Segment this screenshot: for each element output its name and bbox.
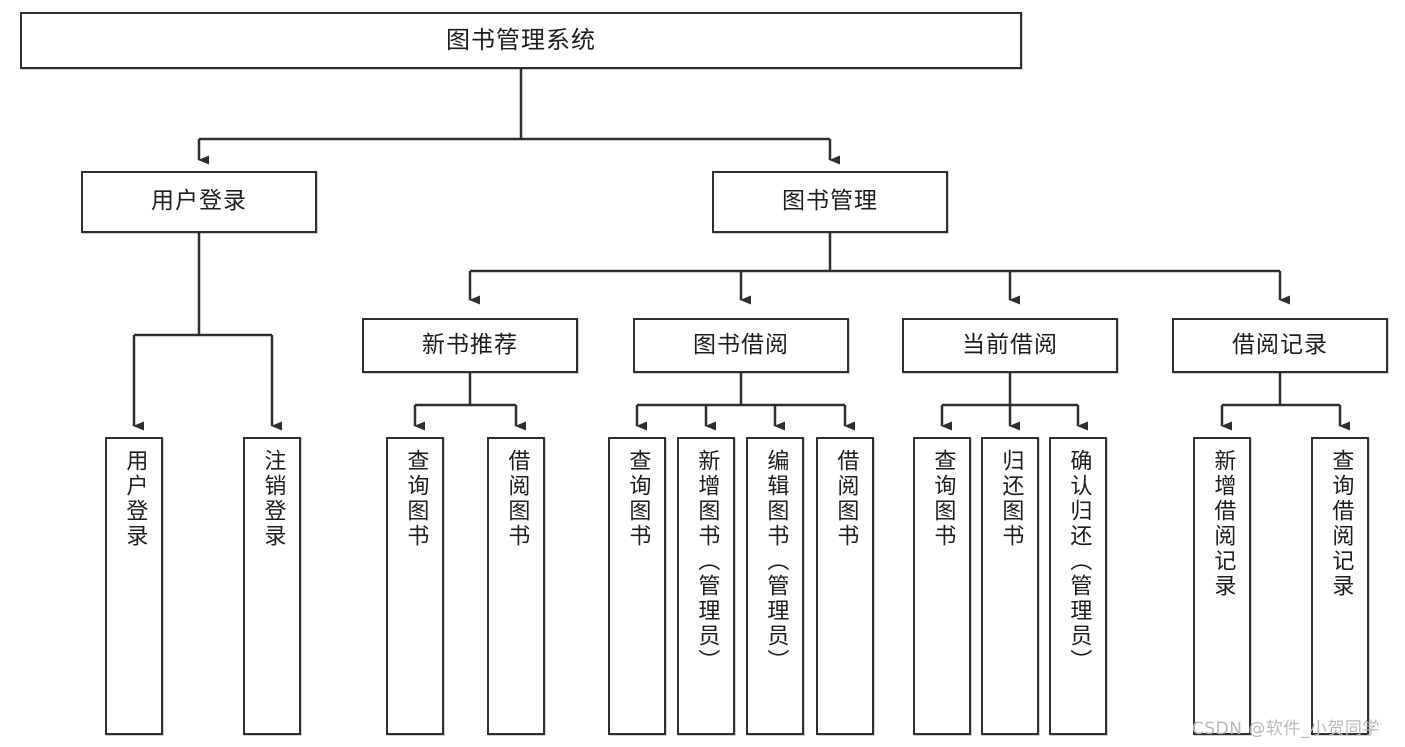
leaf-label: 借阅图书: [833, 449, 859, 549]
leaf-label: 用户登录: [122, 449, 148, 549]
leaf-label: 编辑图书（管理员）: [763, 449, 789, 674]
leaf-borrow-query-book[interactable]: 查询图书: [608, 437, 666, 735]
leaf-new-book-borrow[interactable]: 借阅图书: [487, 437, 545, 735]
leaf-label: 查询图书: [930, 449, 956, 549]
leaf-current-query-book[interactable]: 查询图书: [913, 437, 971, 735]
leaf-record-query-record[interactable]: 查询借阅记录: [1311, 437, 1369, 735]
leaf-user-login-logout[interactable]: 注销登录: [243, 437, 301, 735]
node-new-book-recommend[interactable]: 新书推荐: [362, 318, 578, 373]
node-borrow-record[interactable]: 借阅记录: [1172, 318, 1388, 373]
leaf-borrow-edit-book-admin[interactable]: 编辑图书（管理员）: [746, 437, 804, 735]
leaf-borrow-borrow-book[interactable]: 借阅图书: [816, 437, 874, 735]
leaf-label: 新增图书（管理员）: [694, 449, 720, 674]
leaf-user-login-login[interactable]: 用户登录: [105, 437, 163, 735]
leaf-current-confirm-return-admin[interactable]: 确认归还（管理员）: [1049, 437, 1107, 735]
leaf-label: 注销登录: [260, 449, 286, 549]
leaf-label: 新增借阅记录: [1210, 449, 1236, 599]
leaf-record-add-record[interactable]: 新增借阅记录: [1193, 437, 1251, 735]
leaf-new-book-query[interactable]: 查询图书: [386, 437, 444, 735]
leaf-borrow-add-book-admin[interactable]: 新增图书（管理员）: [677, 437, 735, 735]
leaf-label: 查询图书: [403, 449, 429, 549]
leaf-label: 归还图书: [998, 449, 1024, 549]
node-root-system[interactable]: 图书管理系统: [20, 12, 1022, 69]
leaf-label: 确认归还（管理员）: [1066, 449, 1092, 674]
leaf-current-return-book[interactable]: 归还图书: [981, 437, 1039, 735]
leaf-label: 查询借阅记录: [1328, 449, 1354, 599]
node-current-borrow[interactable]: 当前借阅: [902, 318, 1118, 373]
leaf-label: 借阅图书: [504, 449, 530, 549]
node-user-login[interactable]: 用户登录: [81, 171, 317, 233]
csdn-watermark: CSDN @软件_小贺同学: [1192, 719, 1380, 739]
leaf-label: 查询图书: [625, 449, 651, 549]
node-book-management[interactable]: 图书管理: [712, 171, 948, 233]
node-book-borrow[interactable]: 图书借阅: [633, 318, 849, 373]
